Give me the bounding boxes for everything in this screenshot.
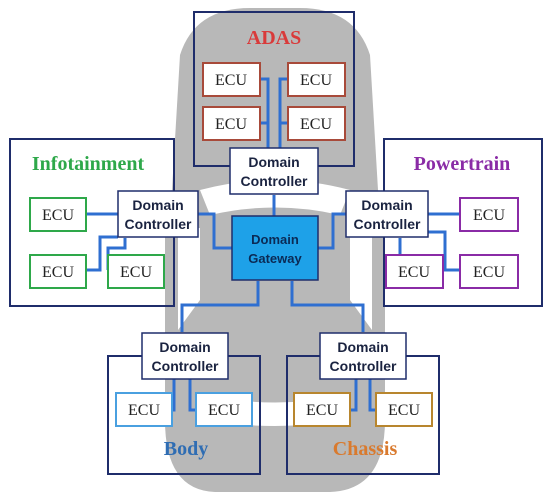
domain-title-body: Body <box>164 438 208 460</box>
bus-chassis-ecu-2 <box>368 379 376 412</box>
ecu-node: ECU <box>287 106 346 141</box>
bus-power-ecu-2 <box>398 238 410 258</box>
svg-text:ECU: ECU <box>300 116 332 133</box>
svg-text:Domain: Domain <box>361 197 412 213</box>
svg-text:Gateway: Gateway <box>248 251 302 266</box>
svg-text:ECU: ECU <box>300 72 332 89</box>
bus-gateway-body <box>180 281 260 332</box>
ecu-node: ECU <box>287 62 346 97</box>
svg-text:ECU: ECU <box>388 402 420 419</box>
ecu-node: ECU <box>195 392 253 427</box>
svg-text:ECU: ECU <box>473 264 505 281</box>
ecu-node: ECU <box>459 254 519 289</box>
domain-title-chassis: Chassis <box>333 438 398 460</box>
bus-chassis-ecu-1 <box>350 379 358 412</box>
ecu-node: ECU <box>385 254 444 289</box>
domain-controller-chassis: Domain Controller <box>319 332 407 380</box>
bus-power-gateway <box>318 212 346 250</box>
domain-infotainment: Infotainment ECU ECU ECU Domain Controll… <box>9 138 199 307</box>
ecu-node: ECU <box>29 254 87 289</box>
ecu-node: ECU <box>202 106 261 141</box>
svg-text:ECU: ECU <box>306 402 338 419</box>
svg-text:Domain: Domain <box>248 154 299 170</box>
svg-text:Controller: Controller <box>152 358 219 374</box>
svg-text:Domain: Domain <box>159 339 210 355</box>
bus-adas-ecu-2 <box>278 77 288 148</box>
bus-power-ecu-3 <box>425 230 460 272</box>
bus-info-gateway <box>197 212 232 250</box>
ecu-node: ECU <box>202 62 261 97</box>
svg-text:Domain: Domain <box>251 232 299 247</box>
svg-text:ECU: ECU <box>42 264 74 281</box>
svg-text:ECU: ECU <box>473 207 505 224</box>
ecu-node: ECU <box>115 392 173 427</box>
svg-text:Controller: Controller <box>241 173 308 189</box>
domain-controller-body: Domain Controller <box>141 332 229 380</box>
svg-text:ECU: ECU <box>128 402 160 419</box>
ecu-node: ECU <box>459 197 519 232</box>
domain-controller-infotainment: Domain Controller <box>117 190 199 238</box>
domain-gateway: Domain Gateway <box>231 215 319 281</box>
ecu-node: ECU <box>107 254 165 289</box>
domain-chassis: Chassis ECU ECU Domain Controller <box>286 332 440 475</box>
svg-text:Controller: Controller <box>354 216 421 232</box>
svg-text:Domain: Domain <box>337 339 388 355</box>
svg-text:ECU: ECU <box>215 72 247 89</box>
svg-text:ECU: ECU <box>215 116 247 133</box>
svg-text:ECU: ECU <box>398 264 430 281</box>
ecu-node: ECU <box>375 392 433 427</box>
domain-powertrain: Powertrain ECU ECU ECU Domain Controller <box>345 138 543 307</box>
bus-gateway-chassis <box>290 281 365 332</box>
svg-text:Domain: Domain <box>132 197 183 213</box>
bus-adas-ecu-1 <box>260 77 270 148</box>
bus-info-ecu-2 <box>86 235 118 272</box>
svg-text:Controller: Controller <box>125 216 192 232</box>
domain-controller-adas: Domain Controller <box>229 147 319 195</box>
svg-text:ECU: ECU <box>42 207 74 224</box>
ecu-node: ECU <box>29 197 87 232</box>
domain-controller-powertrain: Domain Controller <box>345 190 429 238</box>
svg-text:ECU: ECU <box>208 402 240 419</box>
ecu-node: ECU <box>293 392 351 427</box>
bus-body-ecu-2 <box>188 379 196 412</box>
domain-title-adas: ADAS <box>247 27 301 49</box>
svg-text:Controller: Controller <box>330 358 397 374</box>
domain-adas: ADAS ECU ECU ECU ECU Domain Controller <box>193 11 355 195</box>
domain-body: Body ECU ECU Domain Controller <box>107 332 261 475</box>
svg-text:ECU: ECU <box>120 264 152 281</box>
bus-lines <box>86 77 460 412</box>
domain-title-powertrain: Powertrain <box>414 153 511 175</box>
domain-title-infotainment: Infotainment <box>32 153 145 175</box>
